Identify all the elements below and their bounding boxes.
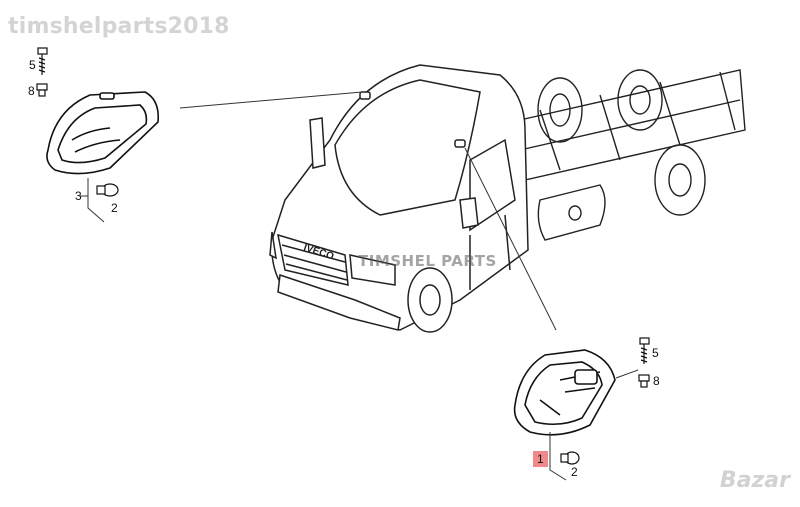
callout-top-bulb: 2 xyxy=(111,201,118,215)
bottom-callout-bracket xyxy=(549,369,639,481)
callout-bottom-bolt: 5 xyxy=(652,346,659,360)
callout-top-bolt: 5 xyxy=(29,58,36,72)
top-callout-bracket xyxy=(80,178,105,223)
bottom-bolt-icon xyxy=(639,337,650,364)
bottom-lamp-housing xyxy=(513,349,616,436)
callout-top-lamp: 3 xyxy=(75,189,82,203)
leader-lines xyxy=(179,91,557,331)
top-bolt-icon xyxy=(37,47,48,75)
bottom-bulb-icon xyxy=(560,451,580,465)
callout-top-nut: 8 xyxy=(28,84,35,98)
callout-bottom-lamp: 1 xyxy=(533,451,548,467)
top-bulb-icon xyxy=(96,183,119,197)
top-nut-icon xyxy=(36,83,48,97)
truck-chassis xyxy=(519,69,746,241)
brand-logo: Bazar xyxy=(719,468,790,493)
bottom-nut-icon xyxy=(638,374,650,388)
callout-bottom-bulb: 2 xyxy=(571,465,578,479)
truck-cab xyxy=(269,64,529,333)
watermark: timshelparts2018 xyxy=(8,14,230,39)
top-lamp-housing xyxy=(46,91,160,175)
callout-bottom-nut: 8 xyxy=(653,374,660,388)
center-watermark: TIMSHEL PARTS xyxy=(358,252,497,270)
